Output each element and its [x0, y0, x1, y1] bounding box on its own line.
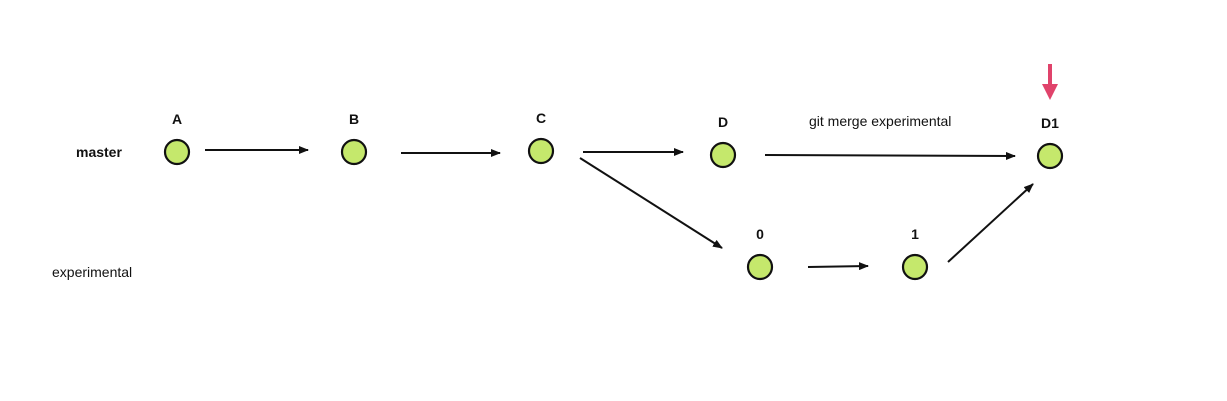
- commit-node-B: B: [340, 111, 368, 166]
- branch-label-experimental: experimental: [52, 264, 132, 280]
- commit-node-1: 1: [901, 226, 929, 281]
- commit-node-0: 0: [746, 226, 774, 281]
- commit-circle: [709, 141, 737, 169]
- commit-label: B: [349, 111, 359, 127]
- commit-label: A: [172, 111, 182, 127]
- commit-circle: [746, 253, 774, 281]
- commit-label: 0: [756, 226, 764, 242]
- commit-circle: [163, 138, 191, 166]
- commit-circle: [1036, 142, 1064, 170]
- commit-circle: [340, 138, 368, 166]
- commit-label: D: [718, 114, 728, 130]
- commit-label: D1: [1041, 115, 1059, 131]
- edge-C-0: [579, 157, 723, 249]
- branch-label-master: master: [76, 144, 122, 160]
- edge-D-D1: [764, 151, 1016, 160]
- commit-node-C: C: [527, 110, 555, 165]
- commit-node-D: D: [709, 114, 737, 169]
- edge-0-1: [807, 262, 869, 271]
- commit-circle: [527, 137, 555, 165]
- commit-label: 1: [911, 226, 919, 242]
- edge-1-D1: [947, 183, 1034, 263]
- commit-node-D1: D1: [1036, 115, 1064, 170]
- commit-node-A: A: [163, 111, 191, 166]
- commit-circle: [901, 253, 929, 281]
- pointer-arrow-icon: [1042, 64, 1058, 100]
- merge-annotation: git merge experimental: [809, 113, 951, 129]
- commit-label: C: [536, 110, 546, 126]
